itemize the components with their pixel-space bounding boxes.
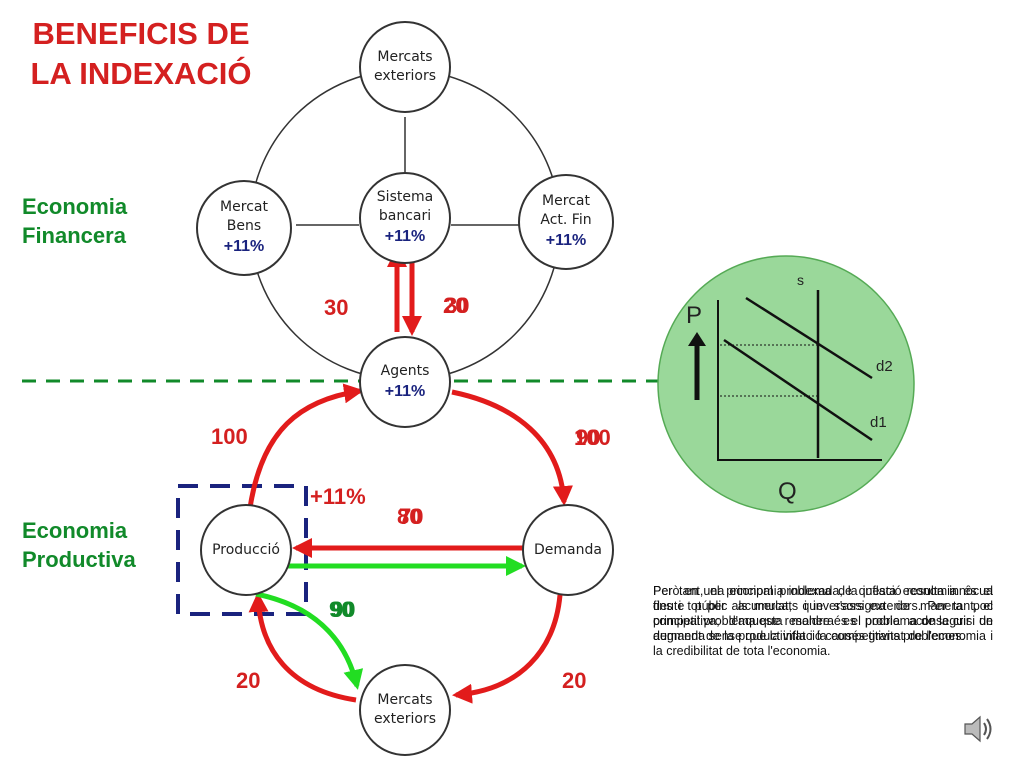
arrow-production-to-agents: [247, 383, 364, 509]
node-pct: +11%: [545, 232, 587, 249]
node-label-line2: Act. Fin: [540, 212, 592, 228]
node-sistema-bancari: Sistema bancari +11%: [359, 172, 451, 264]
node-label-line2: bancari: [378, 208, 432, 224]
section-financial: Economia Financera: [22, 194, 128, 248]
demand-line-d2: [745, 296, 873, 380]
graph-d2-label: d2: [876, 358, 893, 375]
flow-value-b: 70: [399, 504, 424, 529]
node-label-line1: Demanda: [534, 541, 602, 558]
arrow-production-to-exterior: [255, 591, 364, 690]
node-pct: +11%: [384, 382, 426, 400]
flow-bank-up: 30: [324, 295, 349, 320]
note-paragraph: Però en una economia indexada, la inflac…: [653, 584, 993, 643]
arrow-exterior-to-production: [248, 592, 357, 703]
graph-quantity-axis-label: Q: [778, 478, 797, 505]
node-mercat-act-fin: Mercat Act. Fin +11%: [518, 174, 614, 270]
node-label-line1: Mercats: [377, 49, 433, 65]
node-label-line1: Mercat: [220, 199, 268, 215]
section-productive: Economia Productiva: [22, 518, 136, 572]
graph-axes: [717, 300, 882, 461]
graph-price-axis-label: P: [686, 302, 703, 329]
graph-d1-label: d1: [870, 414, 887, 431]
flow-value-b: 30: [445, 293, 470, 318]
node-label-line1: Mercats: [377, 692, 433, 708]
node-mercat-bens: Mercat Bens +11%: [196, 180, 292, 276]
node-pct: +11%: [223, 238, 265, 255]
node-label-line1: Mercat: [542, 193, 590, 209]
notes-text: Però en una economia indexada, la inflac…: [653, 584, 993, 734]
node-demanda: Demanda: [522, 504, 614, 596]
flow-production-to-agents: 100: [211, 424, 248, 449]
demand-line-d1: [723, 338, 873, 442]
note-paragraph: Per tant, el principal problema de quest…: [653, 584, 993, 658]
market-graph-circle: [657, 255, 915, 513]
slide-title: BENEFICIS DE LA INDEXACIÓ: [30, 16, 252, 91]
flow-green: 90 90: [329, 597, 365, 625]
flow-value-a: 80: [397, 504, 422, 529]
node-label-line2: exteriors: [373, 68, 436, 84]
arrow-agents-to-demand: [451, 389, 573, 506]
flow-production-growth: +11%: [310, 484, 366, 509]
node-produccio: Producció: [200, 504, 292, 596]
price-rise-arrowhead: [688, 332, 706, 346]
flow-value-a: 100: [574, 425, 611, 450]
node-label-line2: exteriors: [373, 711, 436, 727]
node-agents: Agents +11%: [359, 336, 451, 428]
node-mercats-exteriors-top: Mercats exteriors: [359, 21, 451, 113]
flow-demand-to-production: 80 70: [397, 504, 433, 532]
flow-exterior-right: 20: [562, 668, 587, 693]
node-label-line1: Producció: [212, 541, 280, 558]
flow-exterior-left: 20: [236, 668, 261, 693]
flow-agents-to-demand: 100 90: [574, 425, 622, 453]
node-label-line1: Agents: [380, 362, 430, 379]
flow-value-a: 90: [329, 597, 354, 622]
flow-value-b: 90: [331, 597, 356, 622]
node-label-line1: Sistema: [376, 189, 434, 205]
flow-value-b: 90: [576, 425, 601, 450]
node-label-line2: Bens: [226, 218, 262, 234]
speaker-icon[interactable]: [962, 712, 996, 746]
flow-bank-down: 20 30: [443, 293, 479, 321]
node-mercats-exteriors-bottom: Mercats exteriors: [359, 664, 451, 756]
graph-supply-label: s: [797, 272, 804, 288]
flow-value-a: 20: [443, 293, 468, 318]
arrow-demand-to-exterior: [452, 594, 563, 704]
node-pct: +11%: [384, 228, 426, 245]
